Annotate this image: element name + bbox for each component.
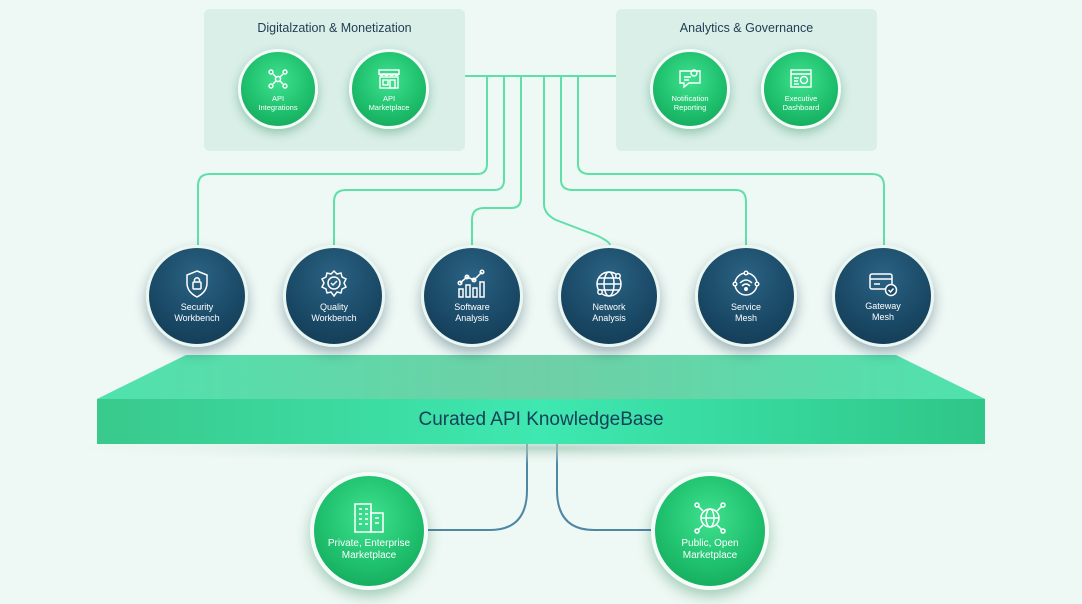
module-label-line1: Gateway <box>865 300 901 311</box>
marketplace-label-line2: Marketplace <box>341 549 397 561</box>
marketplace-label-line2: Marketplace <box>682 549 738 561</box>
node-label-line2: Reporting <box>673 102 707 112</box>
shield-lock-icon <box>186 269 208 298</box>
quality-badge-icon <box>320 269 348 297</box>
security-workbench-node[interactable]: Security Workbench <box>146 245 248 347</box>
api-integrations-node[interactable]: API Integrations <box>238 49 318 129</box>
marketplace-label-line1: Public, Open <box>681 537 739 549</box>
dashboard-icon <box>790 68 812 88</box>
api-marketplace-node[interactable]: API Marketplace <box>349 49 429 129</box>
gateway-mesh-node[interactable]: Gateway Mesh <box>832 245 934 347</box>
storefront-icon <box>378 68 400 89</box>
wifi-mesh-icon <box>732 270 760 296</box>
node-label-line2: Dashboard <box>782 102 820 112</box>
private-enterprise-marketplace-node[interactable]: Private, Enterprise Marketplace <box>310 472 428 590</box>
globe-network-icon <box>596 270 622 297</box>
module-label-line1: Security <box>180 301 214 312</box>
node-label-line1: API <box>382 93 396 103</box>
executive-dashboard-node[interactable]: Executive Dashboard <box>761 49 841 129</box>
module-label-line2: Workbench <box>311 312 357 323</box>
node-label-line1: Notification <box>671 93 709 103</box>
node-label-line1: Executive <box>784 93 818 103</box>
panel-title: Analytics & Governance <box>679 21 814 35</box>
bar-line-chart-icon <box>457 269 485 298</box>
notification-chat-icon <box>679 68 701 88</box>
module-label-line1: Network <box>592 301 626 312</box>
card-check-icon <box>869 272 898 296</box>
globe-nodes-icon <box>694 501 726 534</box>
node-label-line2: Marketplace <box>368 102 410 112</box>
node-label-line1: API <box>271 93 285 103</box>
module-label-line2: Mesh <box>734 312 757 323</box>
notification-reporting-node[interactable]: Notification Reporting <box>650 49 730 129</box>
buildings-icon <box>354 502 384 533</box>
network-analysis-node[interactable]: Network Analysis <box>558 245 660 347</box>
module-label-line2: Mesh <box>871 311 894 322</box>
service-mesh-node[interactable]: Service Mesh <box>695 245 797 347</box>
software-analysis-node[interactable]: Software Analysis <box>421 245 523 347</box>
module-label-line2: Analysis <box>455 312 489 323</box>
module-label-line1: Service <box>730 301 761 312</box>
network-nodes-icon <box>268 68 288 89</box>
panel-title: Digitalzation & Monetization <box>257 21 412 35</box>
module-label-line2: Analysis <box>592 312 626 323</box>
module-label-line1: Software <box>454 301 490 312</box>
knowledgebase-label: Curated API KnowledgeBase <box>418 409 664 430</box>
module-label-line2: Workbench <box>174 312 220 323</box>
node-label-line2: Integrations <box>258 102 298 112</box>
module-label-line1: Quality <box>319 301 348 312</box>
public-open-marketplace-node[interactable]: Public, Open Marketplace <box>651 472 769 590</box>
marketplace-label-line1: Private, Enterprise <box>327 537 411 549</box>
quality-workbench-node[interactable]: Quality Workbench <box>283 245 385 347</box>
